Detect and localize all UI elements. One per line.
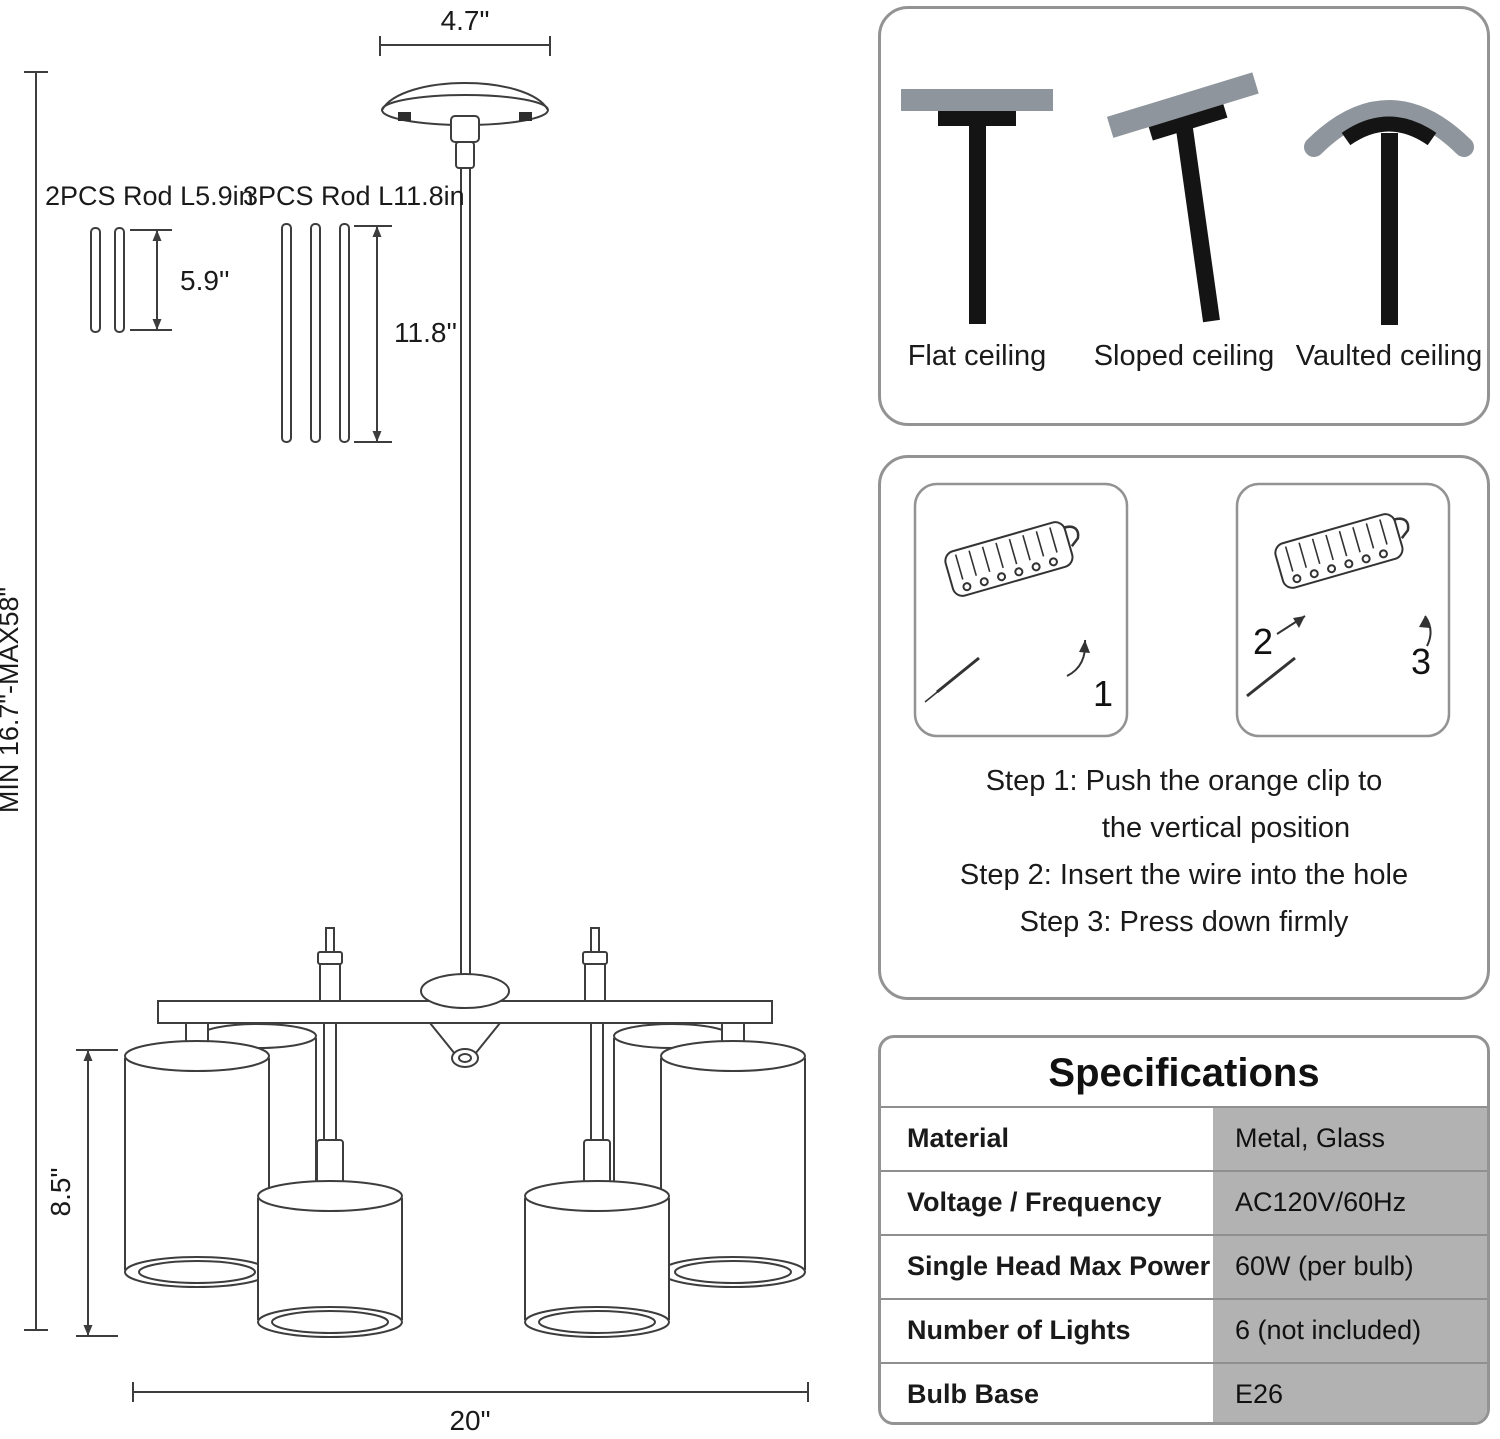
rod-set-long: 3PCS Rod L11.8in 11.8'' — [243, 181, 465, 443]
vaulted-ceiling-label: Vaulted ceiling — [1296, 340, 1482, 372]
glass-shade-outer-right — [660, 1040, 806, 1288]
dimension-overall-width: 20" — [132, 1382, 809, 1436]
finial-ring — [451, 1048, 479, 1068]
front-stem-right — [583, 1022, 611, 1197]
flat-ceiling-icon — [901, 89, 1053, 324]
step-number-1: 1 — [1093, 673, 1113, 714]
spec-label: Single Head Max Power — [881, 1236, 1213, 1298]
steps-instructions: Step 1: Push the orange clip to the vert… — [881, 758, 1487, 946]
spec-value: Metal, Glass — [1213, 1108, 1487, 1170]
top-socket-left — [317, 927, 343, 1005]
spec-value: 60W (per bulb) — [1213, 1236, 1487, 1298]
step-number-2: 2 — [1253, 621, 1273, 662]
dimension-shade-height: 8.5" — [45, 1049, 118, 1337]
ceiling-types-graphic: Flat ceiling Sloped ceiling Vaulted ceil… — [901, 72, 1482, 372]
dimension-rod-short: 5.9'' — [130, 229, 230, 331]
glass-shade-outer-left — [124, 1040, 270, 1288]
spec-label: Number of Lights — [881, 1300, 1213, 1362]
rod-set-long-label: 3PCS Rod L11.8in — [243, 181, 465, 211]
dimension-overall-height: MIN 16.7"-MAX58" — [0, 71, 48, 1331]
ceiling-types-panel: Flat ceiling Sloped ceiling Vaulted ceil… — [878, 6, 1490, 426]
chandelier-line-drawing: MIN 16.7"-MAX58" 4.7" 2PCS Rod L5.9in — [0, 5, 809, 1436]
step1-illustration-box — [913, 482, 1129, 738]
wire-connector-illustration-1 — [924, 515, 1090, 703]
hanging-rod — [460, 167, 471, 979]
hub-disc — [420, 973, 510, 1009]
spec-row-bulb-base: Bulb Base E26 — [881, 1362, 1487, 1422]
glass-shade-front-left — [257, 1180, 403, 1338]
rod-short-dim-label: 5.9'' — [180, 265, 230, 296]
shade-height-label: 8.5" — [45, 1168, 76, 1217]
specifications-title: Specifications — [1048, 1051, 1320, 1095]
specifications-panel: Specifications Material Metal, Glass Vol… — [878, 1035, 1490, 1425]
wiring-steps-graphic: 1 2 3 — [913, 482, 1451, 738]
steps23-illustration-box — [1235, 482, 1451, 738]
spec-label: Material — [881, 1108, 1213, 1170]
canopy-width-label: 4.7" — [441, 5, 490, 36]
overall-width-label: 20" — [449, 1405, 490, 1436]
wire-connector-illustration-2 — [1246, 507, 1432, 698]
step-number-3: 3 — [1411, 641, 1431, 682]
front-stem-left — [316, 1022, 344, 1197]
sloped-ceiling-icon — [1106, 72, 1259, 323]
spec-row-material: Material Metal, Glass — [881, 1106, 1487, 1170]
rod-long-dim-label: 11.8'' — [394, 317, 457, 348]
spec-value: 6 (not included) — [1213, 1300, 1487, 1362]
spec-label: Voltage / Frequency — [881, 1172, 1213, 1234]
spec-row-max-power: Single Head Max Power 60W (per bulb) — [881, 1234, 1487, 1298]
vaulted-ceiling-icon — [1304, 100, 1474, 325]
dimension-canopy-width: 4.7" — [379, 5, 551, 56]
dimension-rod-long: 11.8'' — [354, 225, 457, 443]
sloped-ceiling-label: Sloped ceiling — [1094, 340, 1275, 372]
spec-value: AC120V/60Hz — [1213, 1172, 1487, 1234]
spec-label: Bulb Base — [881, 1364, 1213, 1422]
spec-value: E26 — [1213, 1364, 1487, 1422]
flat-ceiling-label: Flat ceiling — [908, 340, 1047, 372]
wiring-steps-panel: 1 2 3 Step 1: Push the orange clip to th… — [878, 455, 1490, 1000]
top-socket-right — [582, 927, 608, 1005]
overall-height-label: MIN 16.7"-MAX58" — [0, 587, 24, 813]
rod-set-short: 2PCS Rod L5.9in 5.9'' — [45, 181, 254, 333]
ceiling-canopy — [381, 82, 549, 169]
step2-line: Step 2: Insert the wire into the hole — [959, 859, 1409, 891]
glass-shade-front-right — [524, 1180, 670, 1338]
chandelier-body — [124, 927, 806, 1338]
spec-row-voltage: Voltage / Frequency AC120V/60Hz — [881, 1170, 1487, 1234]
spec-row-number-of-lights: Number of Lights 6 (not included) — [881, 1298, 1487, 1362]
step1-line1: Step 1: Push the orange clip to — [985, 765, 1383, 797]
step1-line2: the vertical position — [1101, 812, 1351, 844]
rod-set-short-label: 2PCS Rod L5.9in — [45, 181, 254, 211]
step3-line: Step 3: Press down firmly — [1019, 906, 1349, 938]
